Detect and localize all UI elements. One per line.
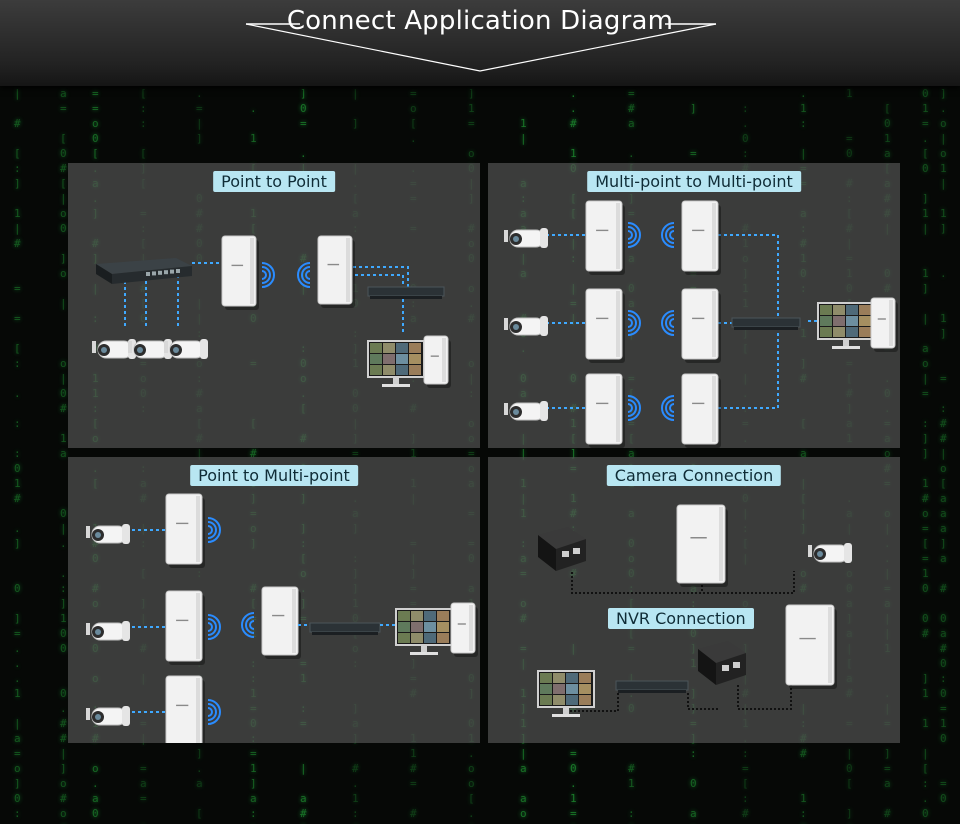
wifi-signal-icon	[207, 517, 221, 543]
matrix-column: 0 1 = . [ 0 ] 1 | 1 ] | a o | = : ] ] 1 …	[922, 87, 929, 824]
ip-camera-icon	[504, 228, 548, 248]
network-switch-icon	[367, 286, 445, 299]
ip-camera-icon	[86, 524, 130, 544]
ip-camera-icon	[808, 543, 852, 563]
connection-line	[571, 571, 795, 594]
point-to-multipoint-diagram	[86, 493, 478, 743]
panel-point-to-multipoint: Point to Multi-point	[68, 457, 480, 743]
wifi-signal-icon	[297, 262, 311, 288]
cpe-device-icon	[870, 297, 898, 352]
wifi-signal-icon	[627, 310, 641, 336]
cpe-device-icon	[165, 590, 205, 665]
cpe-device-icon	[317, 235, 355, 308]
connection-line	[353, 266, 409, 289]
ip-camera-icon	[86, 706, 130, 726]
panel-title: Point to Point	[213, 171, 335, 192]
wifi-signal-icon	[241, 612, 255, 638]
cpe-device-icon	[423, 335, 451, 388]
wifi-signal-icon	[207, 699, 221, 725]
camera-nvr-diagram	[537, 504, 852, 717]
ip-camera-icon	[504, 401, 548, 421]
network-switch-icon	[309, 622, 381, 635]
header-arrow-decoration	[245, 23, 717, 72]
panel-title: Point to Multi-point	[190, 465, 358, 486]
page-title: Connect Application Diagram	[286, 6, 674, 36]
cpe-device-icon	[221, 235, 259, 310]
connection-line	[737, 685, 792, 710]
network-switch-icon	[615, 680, 689, 693]
point-to-point-diagram	[92, 235, 451, 388]
network-switch-icon	[96, 258, 192, 284]
wifi-signal-icon	[261, 262, 275, 288]
panel-camera-connection: Camera Connection NVR Connection	[488, 457, 900, 743]
monitor-icon	[395, 608, 453, 655]
monitor-icon	[817, 302, 875, 349]
panel-title: Multi-point to Multi-point	[587, 171, 801, 192]
connection-line	[355, 274, 404, 333]
ip-camera-icon	[86, 621, 130, 641]
wifi-signal-icon	[627, 222, 641, 248]
wifi-signal-icon	[661, 310, 675, 336]
panel-point-to-point: Point to Point	[68, 163, 480, 448]
matrix-column: ] . o | o 1 | 1 ] . 1 ] = : # # | o [ a …	[940, 87, 947, 805]
poe-injector-icon	[698, 641, 746, 685]
cpe-device-icon	[585, 373, 625, 448]
wifi-signal-icon	[627, 395, 641, 421]
multipoint-diagram	[504, 200, 898, 448]
connection-line	[563, 693, 619, 712]
cpe-device-icon	[681, 288, 721, 363]
cpe-device-icon	[261, 586, 301, 659]
cpe-device-icon	[585, 200, 625, 275]
matrix-column: a = [ 0 # [ | o 0 ] o | o | 0 # 1 a 0 | …	[60, 87, 67, 824]
ip-camera-icon	[504, 316, 548, 336]
cpe-device-icon	[450, 602, 478, 657]
cpe-device-icon	[165, 493, 205, 568]
monitor-icon	[367, 340, 425, 387]
panel-multipoint-to-multipoint: Multi-point to Multi-point	[488, 163, 900, 448]
cpe-device-icon	[165, 675, 205, 743]
cpe-device-icon	[681, 200, 721, 275]
panel-title: Camera Connection	[606, 465, 782, 486]
cpe-device-icon	[585, 288, 625, 363]
nvr-connection-title: NVR Connection	[608, 608, 754, 629]
ip-camera-icon	[164, 339, 208, 359]
network-switch-icon	[731, 317, 801, 330]
wifi-signal-icon	[661, 222, 675, 248]
connection-line	[687, 693, 718, 710]
wifi-signal-icon	[661, 395, 675, 421]
cpe-device-icon	[785, 604, 837, 689]
cpe-device-icon	[681, 373, 721, 448]
wifi-signal-icon	[207, 614, 221, 640]
matrix-column: | # [ : ] 1 | # = = [ : . : : 0 1 # . ] …	[14, 87, 21, 820]
monitor-icon	[537, 670, 595, 717]
cpe-device-icon	[676, 504, 728, 587]
page-header: Connect Application Diagram	[0, 0, 960, 86]
poe-injector-icon	[538, 527, 586, 571]
